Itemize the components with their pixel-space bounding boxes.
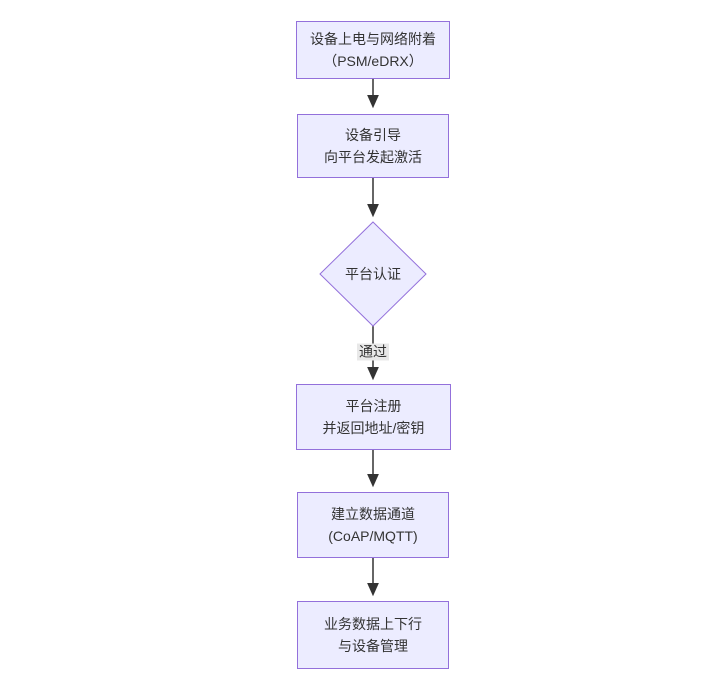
node-line: 并返回地址/密钥 xyxy=(322,420,425,436)
node-power-and-attach: 设备上电与网络附着 （PSM/eDRX） xyxy=(296,21,450,79)
node-platform-register: 平台注册 并返回地址/密钥 xyxy=(296,384,451,450)
node-line: 与设备管理 xyxy=(338,638,408,654)
node-line: 建立数据通道 xyxy=(331,506,415,522)
node-line: (CoAP/MQTT) xyxy=(328,528,418,544)
node-line: 向平台发起激活 xyxy=(324,149,422,165)
node-device-bootstrap: 设备引导 向平台发起激活 xyxy=(297,114,449,178)
node-line: （PSM/eDRX） xyxy=(323,53,423,69)
edge-label-pass: 通过 xyxy=(357,343,389,361)
node-line: 平台注册 xyxy=(345,398,402,414)
node-line: 设备上电与网络附着 xyxy=(310,31,436,47)
diamond-platform-auth xyxy=(319,221,427,327)
node-line: 设备引导 xyxy=(345,127,401,143)
node-line: 业务数据上下行 xyxy=(324,616,422,632)
node-business-data: 业务数据上下行 与设备管理 xyxy=(297,601,449,669)
node-data-channel: 建立数据通道 (CoAP/MQTT) xyxy=(297,492,449,558)
node-platform-auth-label: 平台认证 xyxy=(345,266,401,282)
